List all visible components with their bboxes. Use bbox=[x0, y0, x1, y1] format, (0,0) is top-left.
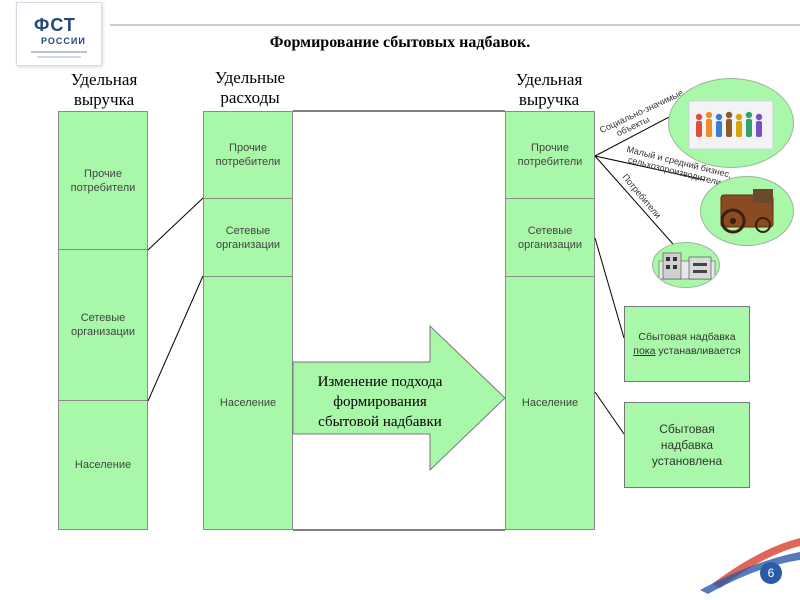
col3-header-line2: выручка bbox=[518, 90, 580, 109]
col1-header: Удельная выручка bbox=[52, 70, 156, 110]
col3-header: Удельная выручка bbox=[497, 70, 601, 110]
branch-line-consumers bbox=[594, 155, 681, 253]
col2-header: Удельные расходы bbox=[198, 68, 302, 108]
connector-col1-col2-lower bbox=[147, 275, 204, 402]
people-icon bbox=[688, 100, 774, 150]
change-approach-label: Изменение подхода формирования сбытовой … bbox=[296, 372, 464, 432]
tariff-set-note: Сбытовая надбавка установлена bbox=[624, 402, 750, 488]
logo-rule bbox=[31, 51, 87, 53]
col1-header-line2: выручка bbox=[73, 90, 135, 109]
tariff-pending-note: Сбытовая надбавка пока устанавливается bbox=[624, 306, 750, 382]
col2-block-grid-organizations: Сетевые организации bbox=[203, 198, 293, 277]
col3-block-grid-organizations: Сетевые организации bbox=[505, 198, 595, 277]
col2-block-other-consumers: Прочие потребители bbox=[203, 111, 293, 199]
arrow-line-2: формирования bbox=[333, 394, 427, 410]
pending-note-text-after: устанавливается bbox=[655, 345, 741, 357]
pending-note-text-before: Сбытовая надбавка bbox=[638, 331, 736, 343]
header-divider bbox=[110, 24, 800, 26]
connector-to-set-note bbox=[594, 391, 625, 435]
business-circle bbox=[700, 176, 794, 246]
logo-subtitle: РОССИИ bbox=[41, 36, 86, 46]
slide-title: Формирование сбытовых надбавок. bbox=[269, 34, 531, 51]
connector-to-pending-note bbox=[594, 237, 625, 339]
branch-line-business bbox=[594, 155, 706, 181]
change-approach-arrow bbox=[292, 324, 506, 472]
machinery-icon bbox=[720, 189, 774, 234]
logo-rule-secondary bbox=[37, 56, 81, 58]
col3-block-population: Население bbox=[505, 276, 595, 530]
pending-note-emphasis: пока bbox=[633, 345, 656, 357]
fst-logo: ФСТ РОССИИ bbox=[16, 2, 102, 66]
arrow-line-1: Изменение подхода bbox=[317, 374, 443, 390]
arrow-line-3: сбытовой надбавки bbox=[318, 414, 442, 430]
logo-title: ФСТ bbox=[34, 15, 76, 35]
col2-header-line2: расходы bbox=[220, 88, 280, 107]
social-objects-circle bbox=[668, 78, 794, 168]
connector-col1-col2-upper bbox=[147, 197, 204, 251]
col3-block-other-consumers: Прочие потребители bbox=[505, 111, 595, 199]
buildings-icon bbox=[658, 252, 716, 280]
col1-block-population: Население bbox=[58, 400, 148, 530]
col3-header-line1: Удельная bbox=[515, 70, 583, 89]
col1-header-line1: Удельная bbox=[70, 70, 138, 89]
page-number-badge: 6 bbox=[760, 562, 782, 584]
col2-header-line1: Удельные bbox=[214, 68, 286, 87]
consumers-circle bbox=[652, 242, 720, 288]
col2-block-population: Население bbox=[203, 276, 293, 530]
